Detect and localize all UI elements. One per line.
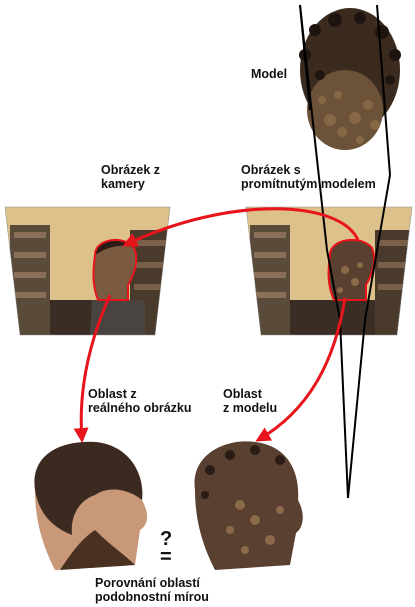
room-photo-projected — [246, 207, 412, 335]
label-real-region: Oblast z reálného obrázku — [88, 387, 192, 415]
projection-frustum — [299, 4, 391, 499]
label-comparison: Porovnání oblastí podobnostní mírou — [95, 576, 209, 604]
label-camera-image: Obrázek z kamery — [101, 163, 161, 191]
arrows — [73, 207, 360, 443]
label-model-region: Oblast z modelu — [223, 387, 278, 415]
question-mark: ? — [160, 528, 173, 550]
arrow-projected-to-model-region — [255, 297, 347, 442]
arrow-projected-to-camera — [122, 207, 360, 247]
label-projected-image: Obrázek s promítnutým modelem — [241, 163, 376, 191]
arrow-camera-to-real-region — [73, 294, 112, 443]
label-model: Model — [251, 67, 288, 81]
equals-sign: = — [160, 546, 172, 568]
head-region-real — [34, 441, 148, 570]
room-photo-camera — [5, 207, 170, 335]
head-region-model — [194, 441, 303, 570]
